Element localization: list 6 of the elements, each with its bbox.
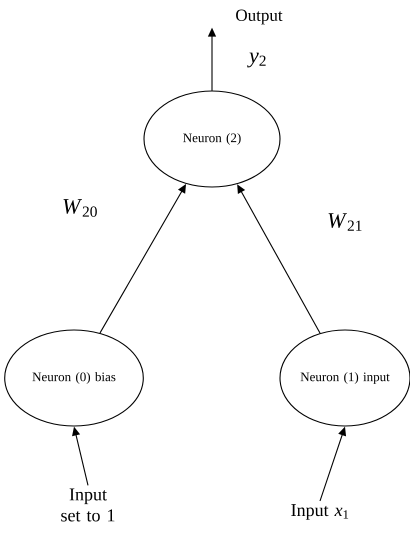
- node-text: Output: [236, 10, 283, 24]
- edge-label: y$_{2}$: [247, 52, 266, 68]
- edge-label: W$_{21}$: [328, 213, 362, 231]
- node-text: Input x$_{1}$: [291, 504, 348, 520]
- node-text: Input set to 1: [61, 488, 114, 522]
- edge-label: W$_{20}$: [64, 199, 97, 217]
